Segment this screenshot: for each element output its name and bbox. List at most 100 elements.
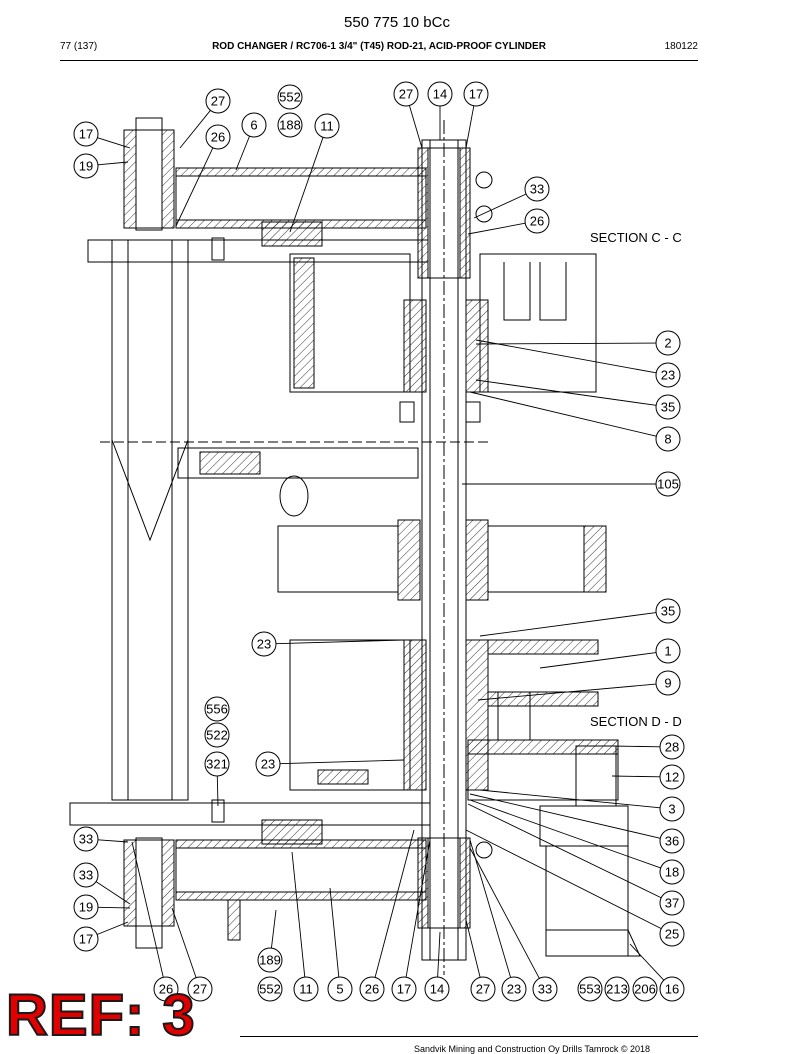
- callout-label: 105: [657, 477, 679, 492]
- callout-circle: [655, 330, 681, 356]
- callout-23: 23: [475, 339, 681, 388]
- callout-circle: [604, 976, 630, 1002]
- callout-label: 25: [665, 927, 679, 942]
- callout-label: 26: [530, 214, 544, 229]
- leader-line: [97, 906, 131, 909]
- callout-circle: [314, 113, 340, 139]
- reference-stamp: REF: 3: [5, 982, 196, 1049]
- leader-line: [235, 135, 250, 171]
- leader-line: [96, 921, 129, 935]
- callout-17: 17: [391, 839, 431, 1002]
- callout-circle: [659, 859, 685, 885]
- callout-circle: [393, 81, 419, 107]
- callout-8: 8: [469, 391, 681, 452]
- section-label-d: SECTION D - D: [590, 714, 682, 729]
- callout-522: 522: [204, 722, 230, 748]
- footer-copyright: Sandvik Mining and Construction Oy Drill…: [414, 1044, 651, 1054]
- callout-23: 23: [251, 631, 405, 657]
- callout-35: 35: [475, 379, 681, 420]
- callout-label: 26: [365, 982, 379, 997]
- callout-321: 321: [204, 751, 230, 807]
- callout-circle: [632, 976, 658, 1002]
- callout-circle: [655, 471, 681, 497]
- leader-line: [629, 943, 665, 981]
- callout-circle: [532, 976, 558, 1002]
- callout-206: 206: [632, 976, 658, 1002]
- callout-circle: [187, 976, 213, 1002]
- callout-11: 11: [291, 851, 319, 1002]
- callout-circle: [655, 362, 681, 388]
- callout-17: 17: [73, 921, 129, 952]
- callout-circle: [277, 112, 303, 138]
- leader-line: [475, 339, 657, 374]
- leader-line: [97, 161, 129, 166]
- callout-label: 28: [665, 740, 679, 755]
- callout-circle: [501, 976, 527, 1002]
- callout-circle: [391, 976, 417, 1002]
- leader-line: [97, 137, 131, 149]
- callout-circle: [204, 751, 230, 777]
- callout-circle: [659, 890, 685, 916]
- callout-27: 27: [171, 907, 213, 1002]
- leader-line: [374, 829, 415, 978]
- callout-label: 552: [279, 90, 301, 105]
- callout-label: 33: [79, 832, 93, 847]
- callout-circle: [241, 112, 267, 138]
- leader-line: [329, 887, 340, 978]
- leader-line: [175, 147, 214, 227]
- callout-label: 213: [606, 982, 628, 997]
- header-row: 77 (137) ROD CHANGER / RC706-1 3/4" (T45…: [60, 41, 698, 57]
- callout-circle: [424, 976, 450, 1002]
- callout-189: 189: [257, 909, 283, 973]
- callout-label: 33: [538, 982, 552, 997]
- leader-line: [611, 745, 661, 748]
- callout-label: 6: [250, 118, 257, 133]
- callout-label: 37: [665, 896, 679, 911]
- callout-9: 9: [477, 670, 681, 701]
- callout-circle: [359, 976, 385, 1002]
- leader-line: [405, 839, 431, 978]
- callout-label: 27: [211, 94, 225, 109]
- leader-line: [270, 909, 277, 949]
- callout-circle: [659, 764, 685, 790]
- callout-label: 552: [259, 982, 281, 997]
- callout-circle: [463, 81, 489, 107]
- callout-label: 5: [336, 982, 343, 997]
- callout-label: 27: [399, 87, 413, 102]
- callout-circle: [655, 598, 681, 624]
- callout-label: 3: [668, 802, 675, 817]
- callout-circle: [277, 84, 303, 110]
- leader-line: [469, 799, 661, 869]
- leader-line: [479, 612, 657, 637]
- leader-line: [467, 222, 526, 235]
- callout-circle: [73, 826, 99, 852]
- leader-line: [171, 907, 197, 978]
- leader-line: [469, 839, 512, 978]
- callout-33: 33: [73, 862, 131, 905]
- callout-label: 14: [433, 87, 447, 102]
- callout-14: 14: [427, 81, 453, 140]
- callout-35: 35: [479, 598, 681, 637]
- callout-556: 556: [204, 696, 230, 722]
- callout-27: 27: [465, 919, 496, 1002]
- callout-16: 16: [629, 943, 685, 1002]
- callout-27: 27: [393, 81, 423, 149]
- callout-label: 522: [206, 728, 228, 743]
- callout-label: 17: [469, 87, 483, 102]
- callout-2: 2: [475, 330, 681, 356]
- callout-circle: [204, 722, 230, 748]
- callout-circle: [577, 976, 603, 1002]
- callout-circle: [659, 921, 685, 947]
- callout-19: 19: [73, 153, 129, 179]
- callout-circle: [659, 976, 685, 1002]
- callout-circle: [293, 976, 319, 1002]
- callout-label: 18: [665, 865, 679, 880]
- leader-line: [479, 789, 661, 809]
- callout-label: 23: [661, 368, 675, 383]
- leader-line: [408, 105, 423, 149]
- leader-line: [469, 391, 657, 437]
- callout-26: 26: [131, 841, 179, 1002]
- callout-circle: [73, 153, 99, 179]
- date-code: 180122: [664, 41, 698, 52]
- leader-line: [469, 793, 661, 839]
